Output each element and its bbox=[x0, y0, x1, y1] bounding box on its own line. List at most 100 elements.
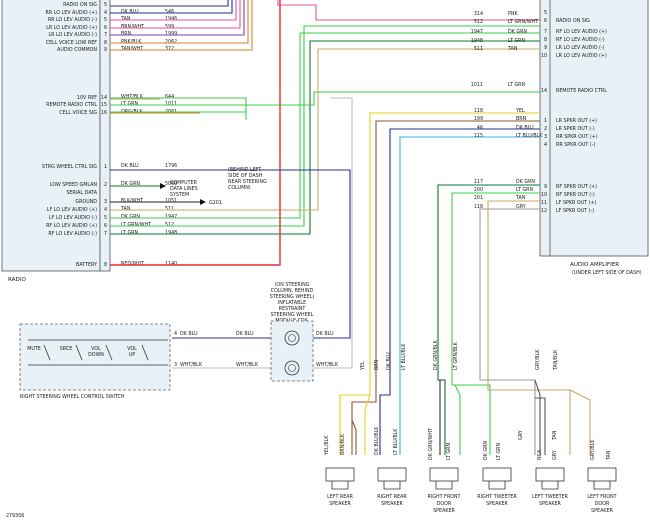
amp-pin-number: 9 bbox=[544, 45, 547, 51]
radio-pin-label: RADIO ON SIG bbox=[63, 2, 97, 8]
amp-input-wire: DK GRN bbox=[508, 29, 527, 35]
wire-pink-314 bbox=[277, 0, 540, 21]
coil-note-1: (ON STEERING bbox=[275, 282, 310, 288]
switch-button-label: DOWN bbox=[88, 352, 104, 358]
speaker-connector-icon bbox=[429, 467, 459, 482]
radio-wire-color: BRN bbox=[121, 31, 132, 37]
amp-input-circuit: 1011 bbox=[471, 82, 483, 88]
amp-pin-number: 10 bbox=[541, 53, 547, 59]
speaker-wire-label: DK BLU/BLK bbox=[374, 426, 380, 455]
wire-brn-blk bbox=[351, 419, 357, 455]
note-ground-1: (BEHIND LEFT bbox=[228, 167, 261, 173]
speaker-connector-icon bbox=[377, 467, 407, 482]
speaker-wire-label: LT GRN bbox=[446, 442, 452, 460]
speaker-icon bbox=[593, 481, 611, 490]
wire-rf-minus bbox=[110, 40, 540, 235]
amp-input-circuit: 1948 bbox=[471, 38, 483, 44]
amp-output-circuit: 199 bbox=[474, 116, 483, 122]
switch-button-label: VOL bbox=[127, 346, 137, 352]
amp-pin-number: 9 bbox=[544, 184, 547, 190]
amp-pin-label: RF SPKR OUT (-) bbox=[556, 192, 595, 198]
note-computer: COMPUTER bbox=[170, 180, 198, 186]
wire-battery bbox=[110, 0, 281, 266]
speaker-wire-label: YEL bbox=[360, 361, 366, 371]
switch-wire-bot: WHT/BLK bbox=[180, 362, 203, 368]
speaker-wire-label: BRN bbox=[374, 359, 380, 370]
switch-pin-bot: 3 bbox=[174, 362, 177, 368]
speaker-wire-label: GRY/BLK bbox=[590, 439, 596, 460]
radio-pin-number: 2 bbox=[104, 182, 107, 188]
radio-wire-circuit: 1140 bbox=[165, 261, 177, 267]
switch-button-label: UP bbox=[129, 352, 136, 358]
speaker-icon bbox=[541, 481, 559, 490]
amp-input-circuit: 314 bbox=[474, 11, 483, 17]
wire-remote-ctrl bbox=[110, 91, 540, 106]
radio-pin-label: AUDIO COMMON bbox=[57, 47, 97, 53]
amp-pin-number: 8 bbox=[544, 37, 547, 43]
radio-pin-number: 6 bbox=[104, 223, 107, 229]
speaker-name: RIGHT REAR bbox=[377, 494, 407, 500]
radio-pin-number: 5 bbox=[104, 2, 107, 8]
radio-wire-circuit: 511 bbox=[165, 206, 174, 212]
radio-wire-circuit: 644 bbox=[165, 94, 174, 100]
radio-pin-label: LF LO LEV AUDIO (-) bbox=[49, 215, 97, 221]
switch-contact-icon bbox=[105, 344, 113, 361]
speaker-wire-label: GRY bbox=[552, 450, 558, 460]
amplifier-location: (UNDER LEFT SIDE OF DASH) bbox=[572, 270, 642, 276]
speaker-wire-label: LT GRN bbox=[496, 442, 502, 460]
amp-pin-label: LF SPKR OUT (-) bbox=[556, 208, 594, 214]
radio-pin-label: CELL VOICE SIG bbox=[59, 110, 97, 116]
wire-lf-plus bbox=[110, 48, 540, 211]
speaker-wire-label: TAN bbox=[552, 430, 558, 441]
radio-wire-color: LT GRN bbox=[121, 101, 139, 107]
wire-brn-out bbox=[351, 120, 540, 455]
note-data-lines: DATA LINES bbox=[170, 186, 198, 192]
radio-pin-label: RR LO LEV AUDIO (-) bbox=[48, 17, 97, 23]
note-system: SYSTEM bbox=[170, 192, 189, 198]
amp-pin-label: LR SPKR OUT (-) bbox=[556, 126, 595, 132]
switch-pin-top: 4 bbox=[174, 331, 177, 337]
amp-pin-label: LR LO LEV AUDIO (+) bbox=[556, 53, 607, 59]
wire-audio-common bbox=[110, 0, 253, 51]
coil-out-bot: WHT/BLK bbox=[316, 362, 339, 368]
radio-pin-number: 14 bbox=[101, 95, 107, 101]
ground-id: G201 bbox=[209, 200, 222, 206]
radio-pin-label: CELL VOICE LOW REF bbox=[46, 40, 97, 46]
amp-pin-number: 2 bbox=[544, 126, 547, 132]
coil-wire-top: DK BLU bbox=[236, 331, 254, 337]
wire-ltblu-out bbox=[399, 136, 540, 455]
amp-pin-number: 4 bbox=[544, 142, 547, 148]
speaker-icon bbox=[383, 481, 401, 490]
radio-pin-number: 15 bbox=[101, 102, 107, 108]
speaker-icon bbox=[331, 481, 349, 490]
radio-pin-number: 8 bbox=[104, 262, 107, 268]
amp-output-circuit: 117 bbox=[474, 179, 483, 185]
radio-pin-number: 5 bbox=[104, 17, 107, 23]
switch-button-label: SRCE bbox=[60, 346, 73, 352]
coil-wire-bot: WHT/BLK bbox=[236, 362, 259, 368]
radio-pin-number: 7 bbox=[104, 32, 107, 38]
wire-dkgrn-wht bbox=[439, 379, 445, 455]
amp-pin-number: 14 bbox=[541, 88, 547, 94]
wire-radio-on-dkblu bbox=[110, 0, 229, 7]
amp-output-circuit: 118 bbox=[474, 108, 483, 114]
amp-output-wire: DK GRN bbox=[516, 179, 535, 185]
wire-wht-ref bbox=[330, 97, 353, 368]
radio-wire-circuit: 1948 bbox=[165, 230, 177, 236]
radio-pin-label: LR LO LEV AUDIO (+) bbox=[46, 25, 97, 31]
wire-ltgrn-drop bbox=[454, 384, 461, 455]
wire-tweeter-gry bbox=[535, 397, 546, 455]
amp-pin-label: RF LO LEV AUDIO (-) bbox=[556, 37, 605, 43]
speaker-icon bbox=[435, 481, 453, 490]
wire-dkblu-out bbox=[379, 128, 540, 455]
amp-input-wire: TAN bbox=[507, 46, 518, 52]
amp-input-circuit: 512 bbox=[474, 19, 483, 25]
coil-name-1: INFLATABLE bbox=[278, 300, 306, 306]
steering-switch-title: RIGHT STEERING WHEEL CONTROL SWITCH bbox=[20, 394, 125, 400]
speaker-wire-label: NCA bbox=[537, 449, 543, 460]
radio-wire-color: LT GRN bbox=[121, 230, 139, 236]
coil-note-3: STEERING WHEEL) bbox=[270, 294, 315, 300]
speaker-name: LEFT REAR bbox=[327, 494, 353, 500]
wire-gry-blk bbox=[534, 379, 541, 455]
